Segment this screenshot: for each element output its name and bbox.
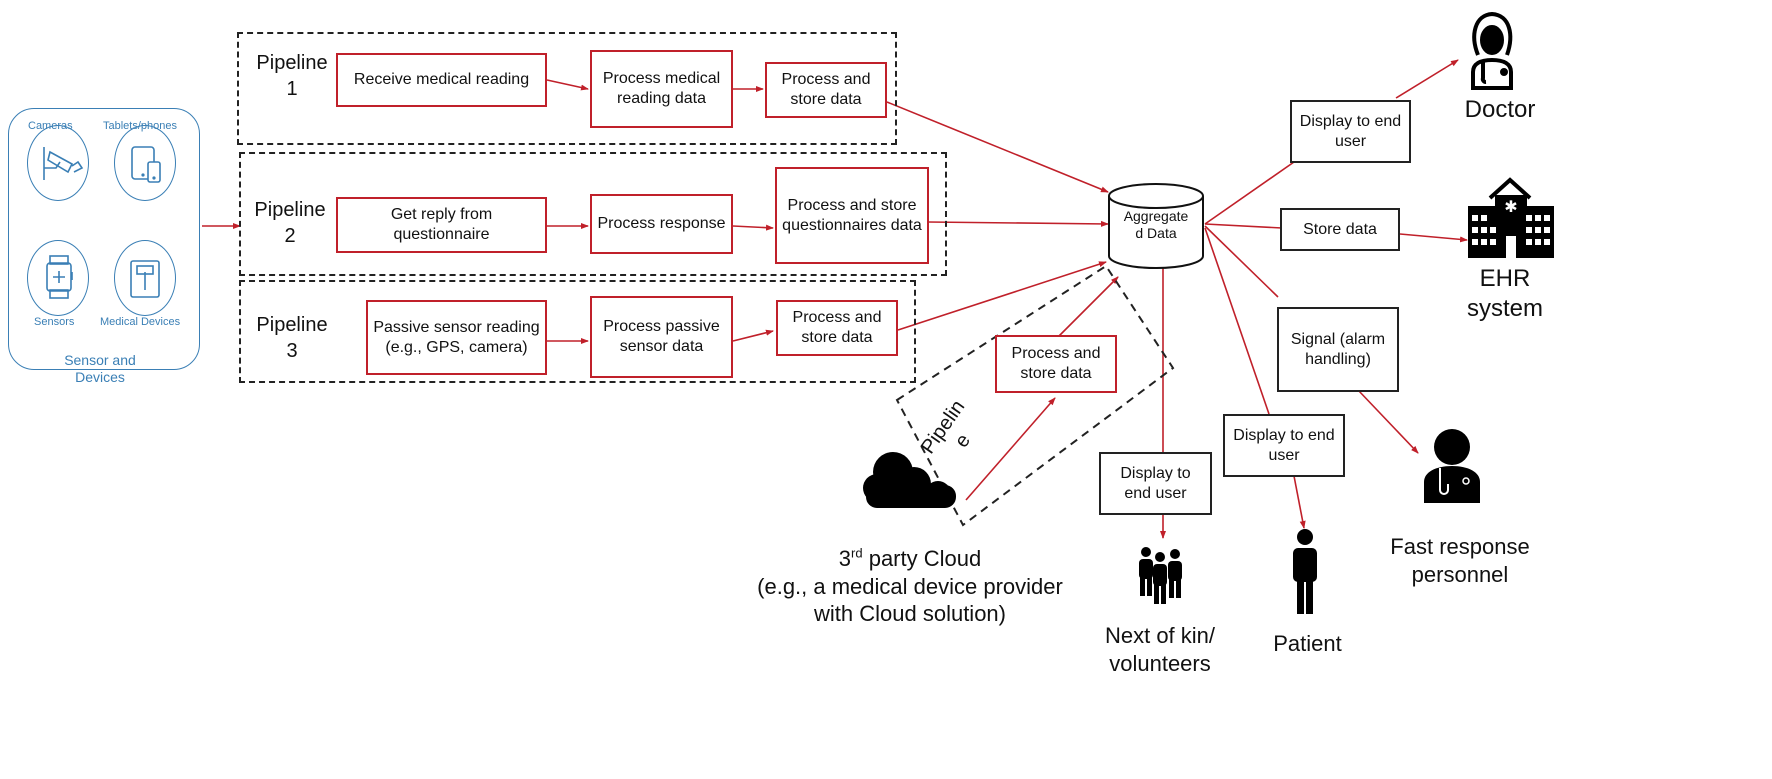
display-to-doctor-box[interactable]: Display to end user	[1290, 100, 1411, 163]
aggregate-data-label: Aggregate d Data	[1112, 208, 1200, 242]
store-data-box[interactable]: Store data	[1280, 208, 1400, 251]
line-aggregate-to-display-doctor	[1204, 161, 1295, 225]
fast-response-label: Fast response personnel	[1380, 533, 1540, 588]
arrow-cloud-to-cloudpipe	[965, 397, 1056, 501]
cloud-title-sup: rd	[851, 545, 863, 561]
person-icon	[1293, 529, 1317, 614]
pipeline-2-step-2[interactable]: Process response	[590, 194, 733, 254]
pipeline-2-step-3[interactable]: Process and store questionnaires data	[775, 167, 929, 264]
arrow-p2-step2-step3	[732, 224, 774, 231]
devices-title-line2: Devices	[75, 368, 125, 385]
aggregate-label-line1: Aggregate	[1123, 208, 1189, 224]
patient-label-text: Patient	[1273, 631, 1342, 656]
pipeline-2-name: Pipeline	[254, 199, 326, 221]
cloud-label-line3: with Cloud solution)	[814, 601, 1006, 626]
cloud-pipeline-step[interactable]: Process and store data	[995, 335, 1117, 393]
arrow-p1-to-aggregate	[886, 101, 1109, 193]
devices-title: Sensor and Devices	[40, 352, 160, 386]
device-label-medical-devices: Medical Devices	[100, 316, 181, 328]
display-to-kin-box[interactable]: Display to end user	[1099, 452, 1212, 515]
ehr-label-line2: system	[1466, 295, 1543, 322]
aggregate-label-line2: d Data	[1135, 224, 1177, 241]
cloud-label: 3rd party Cloud (e.g., a medical device …	[740, 545, 1080, 628]
line-aggregate-to-store	[1204, 223, 1283, 229]
arrow-display-to-doctor	[1395, 59, 1459, 99]
kin-label-line1: Next of kin/	[1104, 623, 1216, 648]
pipeline-3-label: Pipeline 3	[252, 312, 332, 364]
doctor-label-text: Doctor	[1464, 96, 1536, 123]
pipeline-1-step-3[interactable]: Process and store data	[765, 62, 887, 118]
pipeline-1-number: 1	[286, 78, 298, 100]
pipeline-2-number: 2	[284, 225, 296, 247]
cloud-title-prefix: 3	[838, 546, 852, 571]
device-label-sensors: Sensors	[34, 316, 75, 328]
paramedic-icon	[1424, 429, 1480, 503]
next-of-kin-label: Next of kin/ volunteers	[1090, 622, 1230, 677]
pipeline-1-step-1[interactable]: Receive medical reading	[336, 53, 547, 107]
doctor-icon	[1471, 11, 1513, 90]
cloud-label-title: 3rd party Cloud	[740, 545, 1080, 573]
pipeline-3-name: Pipeline	[256, 314, 328, 336]
arrow-store-to-ehr	[1399, 233, 1468, 243]
ehr-label-line1: EHR	[1479, 265, 1531, 292]
pipeline-3-boundary	[239, 280, 916, 383]
fast-response-line1: Fast response	[1390, 534, 1530, 559]
pipeline-3-step-2[interactable]: Process passive sensor data	[590, 296, 733, 378]
pipeline-3-number: 3	[286, 340, 298, 362]
flow-arrows	[202, 59, 1468, 539]
arrow-p2-to-aggregate	[927, 220, 1109, 227]
patient-label: Patient	[1260, 630, 1355, 658]
pipeline-3-step-1[interactable]: Passive sensor reading (e.g., GPS, camer…	[366, 300, 547, 375]
doctor-label: Doctor	[1440, 95, 1560, 125]
cloud-icon	[863, 452, 956, 508]
arrow-cloudpipe-to-aggregate	[1054, 276, 1119, 341]
arrow-p1-step1-step2	[546, 79, 589, 91]
pipeline-1-boundary	[237, 32, 897, 145]
arrow-signal-to-personnel	[1357, 389, 1419, 454]
ehr-system-label: EHR system	[1450, 264, 1560, 324]
pipeline-3-step-3[interactable]: Process and store data	[776, 300, 898, 356]
line-aggregate-to-display-patient	[1204, 227, 1270, 415]
device-tablets-phones[interactable]	[114, 125, 176, 201]
arrow-p3-to-aggregate	[897, 261, 1107, 331]
device-medical-devices[interactable]	[114, 240, 176, 316]
pipeline-1-name: Pipeline	[256, 52, 328, 74]
device-cameras[interactable]	[27, 125, 89, 201]
kin-label-line2: volunteers	[1109, 650, 1211, 676]
aggregate-data-cylinder[interactable]	[1108, 183, 1204, 269]
cloud-label-line2: (e.g., a medical device provider	[757, 573, 1063, 599]
pipeline-2-label: Pipeline 2	[250, 197, 330, 249]
cloud-title-rest: party Cloud	[862, 546, 982, 571]
display-to-patient-box[interactable]: Display to end user	[1223, 414, 1345, 477]
fast-response-line2: personnel	[1411, 561, 1509, 587]
line-aggregate-to-signal	[1204, 225, 1279, 298]
arrow-p3-step2-step3	[732, 329, 774, 342]
sensor-devices-panel	[8, 108, 200, 370]
pipeline-2-boundary	[239, 152, 947, 276]
arrow-display-to-patient	[1293, 475, 1306, 529]
device-sensors[interactable]	[27, 240, 89, 316]
pipeline-1-step-2[interactable]: Process medical reading data	[590, 50, 733, 128]
pipeline-2-step-1[interactable]: Get reply from questionnaire	[336, 197, 547, 253]
svg-text:✱: ✱	[1504, 199, 1517, 216]
devices-title-line1: Sensor and	[64, 352, 136, 368]
pipeline-1-label: Pipeline 1	[252, 50, 332, 102]
signal-alarm-box[interactable]: Signal (alarm handling)	[1277, 307, 1399, 392]
hospital-icon: ✱	[1468, 177, 1554, 258]
group-icon	[1139, 547, 1182, 604]
